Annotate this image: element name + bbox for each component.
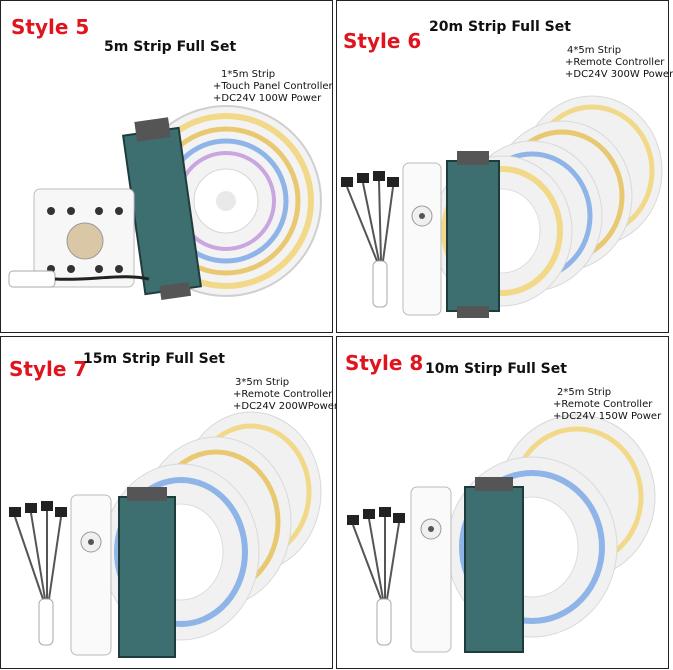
connector-wires [347, 507, 405, 646]
product-photo-style-8 [347, 414, 656, 653]
style-label: Style 8 [345, 351, 424, 375]
set-title: 15m Strip Full Set [83, 351, 225, 367]
panel-style-8: Style 8 10m Stirp Full Set 2*5m Strip +R… [336, 336, 669, 669]
set-title: 5m Strip Full Set [104, 39, 237, 55]
remote-controller [70, 494, 112, 656]
set-title: 10m Stirp Full Set [425, 361, 567, 377]
spec-list: 3*5m Strip +Remote Controller +DC24V 200… [233, 377, 338, 413]
panel-style-6: Style 6 20m Strip Full Set 4*5m Strip +R… [336, 0, 673, 333]
set-title: 20m Strip Full Set [429, 19, 571, 35]
spec-list: 2*5m Strip +Remote Controller +DC24V 150… [553, 387, 661, 423]
spec-controller: +Touch Panel Controller [213, 81, 333, 92]
receiver-module [8, 270, 150, 288]
spec-list: 1*5m Strip +Touch Panel Controller +DC24… [213, 69, 333, 105]
spec-controller: +Remote Controller [233, 389, 333, 400]
spec-strip: 2*5m Strip [557, 387, 612, 398]
connector-wires [9, 501, 67, 646]
power-driver [118, 487, 176, 658]
power-driver [446, 151, 500, 318]
panel-style-5: Style 5 5m Strip Full Set 1*5m Strip +To… [0, 0, 333, 333]
spec-strip: 4*5m Strip [567, 45, 622, 56]
panel-style-7: Style 7 15m Strip Full Set 3*5m Strip +R… [0, 336, 338, 669]
style-label: Style 7 [9, 357, 88, 381]
product-photo-style-5 [8, 105, 322, 300]
spec-list: 4*5m Strip +Remote Controller +DC24V 300… [565, 45, 673, 81]
spec-strip: 3*5m Strip [235, 377, 290, 388]
spec-power: +DC24V 150W Power [553, 411, 662, 422]
spec-strip: 1*5m Strip [221, 69, 276, 80]
style-label: Style 6 [343, 29, 422, 53]
spec-power: +DC24V 100W Power [213, 93, 322, 104]
spec-controller: +Remote Controller [553, 399, 653, 410]
touch-panel-controller [33, 188, 135, 288]
power-driver [122, 117, 202, 300]
spec-power: +DC24V 200WPower [233, 401, 339, 412]
style-label: Style 5 [11, 15, 90, 39]
spec-controller: +Remote Controller [565, 57, 665, 68]
product-photo-style-6 [341, 95, 663, 318]
spec-power: +DC24V 300W Power [565, 69, 673, 80]
power-driver [464, 477, 524, 653]
product-photo-style-7 [9, 411, 322, 658]
remote-controller [402, 162, 442, 316]
remote-controller [410, 486, 452, 653]
connector-wires [341, 171, 399, 308]
